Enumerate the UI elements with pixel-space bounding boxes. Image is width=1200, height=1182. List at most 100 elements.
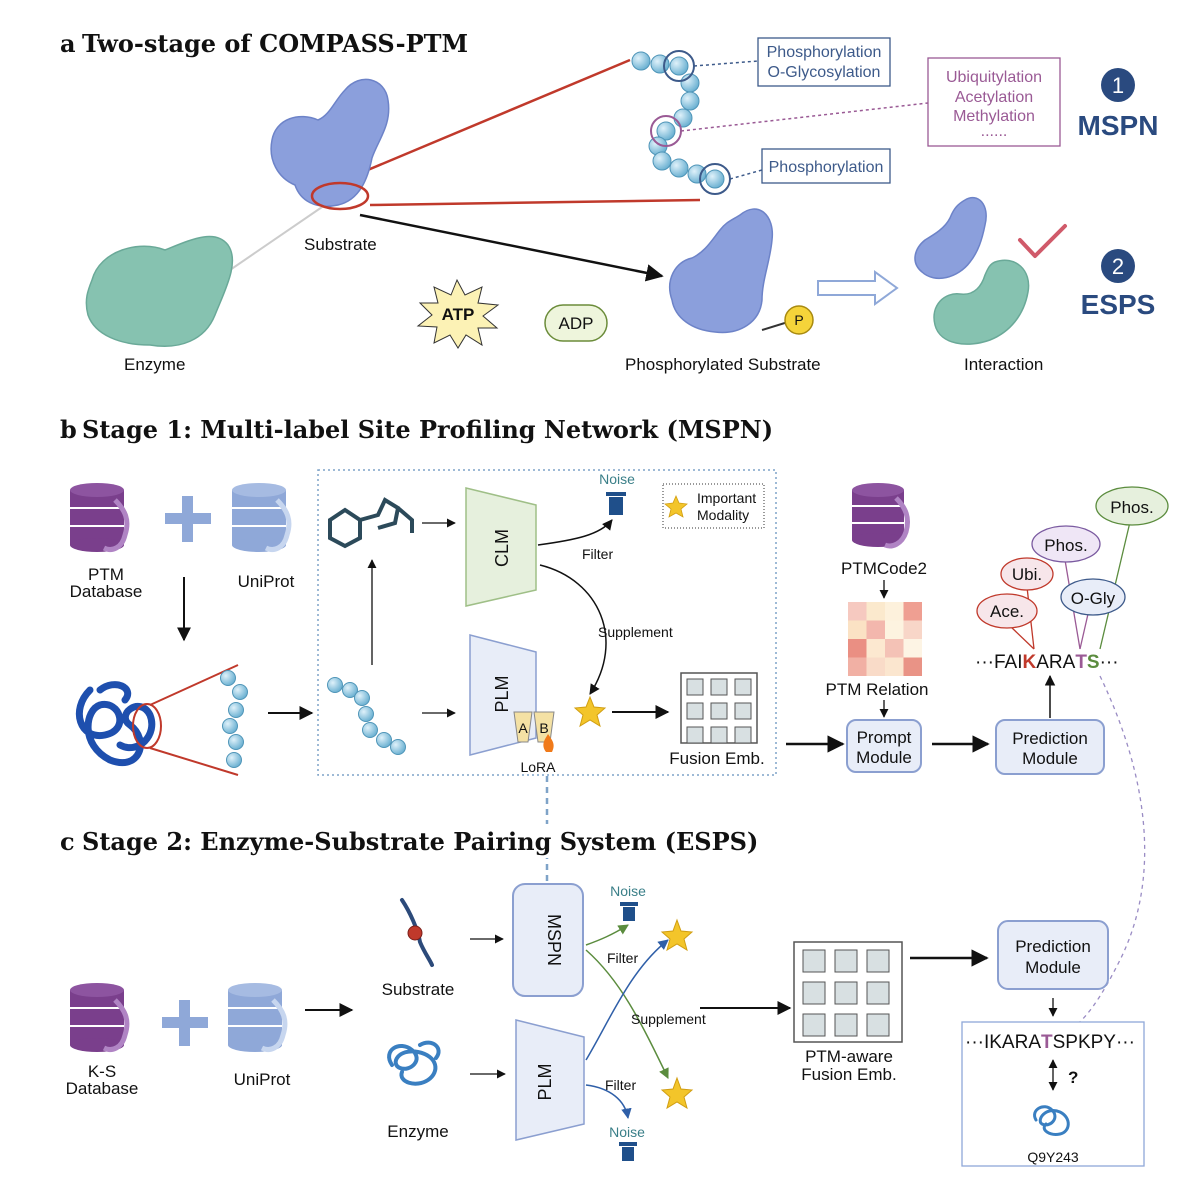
important-star-b (573, 695, 607, 728)
sequence-bead (631, 51, 651, 71)
fusion-cell (834, 981, 858, 1005)
protein-id: Q9Y243 (1027, 1149, 1079, 1165)
prompt-module (846, 719, 922, 773)
tangle-highlight (132, 703, 162, 749)
bubble-phos-1 (1031, 525, 1101, 563)
atp-burst-icon (416, 278, 500, 349)
prediction-module-c-line-1: Prediction (1015, 937, 1091, 956)
bubble-phos-2-label: Phos. (1110, 498, 1153, 517)
ptm-box-2 (927, 57, 1061, 147)
bubble-ogly (1060, 578, 1126, 616)
lora-a-label: A (518, 720, 528, 736)
bubble-ogly-label: O-Gly (1071, 589, 1116, 608)
sequence-bead (669, 56, 689, 76)
noise-label-c-top: Noise (610, 883, 646, 899)
ptm-box-1-line-2: O-Glycosylation (768, 64, 881, 81)
panel-b: b Stage 1: Multi-label Site Profiling Ne… (60, 415, 1169, 1031)
ptmcode-database-icon (852, 483, 911, 549)
ptm-database-label-1: PTM (88, 565, 124, 584)
encoder-dashed-box (317, 469, 777, 776)
ptm-relation-label: PTM Relation (826, 680, 929, 699)
phospho-group-icon (784, 305, 814, 335)
important-star-c-bottom (660, 1076, 694, 1110)
panel-c: c Stage 2: Enzyme-Substrate Pairing Syst… (60, 824, 1145, 1167)
fusion-grid-cells-b (686, 678, 752, 744)
stage-2-number: 2 (1112, 254, 1124, 279)
panel-b-title: Stage 1: Multi-label Site Profiling Netw… (82, 415, 773, 444)
fusion-cell (866, 949, 890, 973)
substrate-protein (270, 78, 390, 207)
heatmap-cell (848, 620, 867, 639)
fusion-cell (834, 1013, 858, 1037)
cross-panel-link (1069, 675, 1146, 1031)
seq-t: T (1075, 652, 1087, 673)
prediction-module-c-line-2: Module (1025, 958, 1081, 977)
fusion-cell (710, 702, 728, 720)
mspn-supplement-arrow (585, 949, 669, 1079)
bubble-ubi (1000, 557, 1054, 591)
question-mark: ? (1068, 1068, 1078, 1087)
prediction-module-b-line-2: Module (1022, 749, 1078, 768)
ks-database-label-2: Database (66, 1079, 139, 1098)
ks-database-icon (70, 983, 130, 1052)
sequence-bead-chain-b2 (327, 677, 406, 755)
supplement-label-c: Supplement (631, 1011, 706, 1027)
heatmap-cell (848, 602, 867, 621)
sequence-bead (680, 91, 700, 111)
panel-a: a Two-stage of COMPASS-PTM Substrate Enz… (60, 29, 1158, 374)
supplement-label-b: Supplement (598, 624, 673, 640)
phosphorylated-substrate-label: Phosphorylated Substrate (625, 355, 821, 374)
plus-icon-v (182, 496, 193, 542)
fusion-cell (710, 726, 728, 744)
stage-2-name: ESPS (1081, 289, 1156, 320)
stage-1-badge (1101, 68, 1135, 102)
uniprot-database-icon-c (228, 983, 288, 1052)
fusion-cell (866, 1013, 890, 1037)
lora-label: LoRA (520, 759, 556, 775)
fusion-cell (734, 678, 752, 696)
trash-icon-b (606, 492, 626, 515)
bubble-line-ace (1009, 625, 1035, 650)
heatmap-cell (866, 657, 885, 676)
predicted-sequence: ···FAIKARATS··· (975, 652, 1119, 673)
q9y243-protein-icon (1033, 1105, 1070, 1136)
heatmap-cell (903, 639, 922, 658)
tangle-zoom-bottom (149, 747, 239, 776)
prompt-module-line-1: Prompt (857, 728, 912, 747)
zoom-line-bottom (369, 198, 701, 207)
panel-b-letter: b (60, 415, 77, 444)
check-icon (1018, 224, 1067, 258)
phosphorylated-substrate-protein (669, 208, 774, 334)
adp-label: ADP (559, 314, 594, 333)
stage-2-badge (1101, 249, 1135, 283)
seq-s: S (1087, 652, 1100, 673)
seq-mid: ARA (1036, 652, 1075, 673)
mspn-filter-arrow (585, 924, 629, 946)
fusion-label-c-1: PTM-aware (805, 1047, 893, 1066)
sequence-bead (358, 706, 374, 722)
uniprot-database-icon (232, 483, 292, 552)
ptm-box-1 (757, 37, 891, 87)
atp-label: ATP (442, 305, 475, 324)
fusion-cell (802, 981, 826, 1005)
interaction-enzyme-protein (933, 259, 1030, 345)
sequence-bead (390, 739, 406, 755)
result-seq-pre: ···IKARA (965, 1032, 1041, 1053)
legend-star-icon (664, 494, 688, 518)
sequence-bead (228, 702, 244, 718)
fusion-cell (834, 949, 858, 973)
fusion-cell (686, 702, 704, 720)
prediction-module-c (997, 920, 1109, 990)
bubble-ubi-label: Ubi. (1012, 565, 1042, 584)
plm-block-c (515, 1019, 585, 1141)
result-box (961, 1021, 1145, 1167)
uniprot-label-b: UniProt (238, 572, 295, 591)
fusion-cell (734, 702, 752, 720)
sequence-bead (222, 718, 238, 734)
ptm-box-3 (761, 148, 891, 184)
ks-database-label-1: K-S (88, 1062, 116, 1081)
clm-supplement-arrow (539, 564, 607, 695)
bubble-line-ogly (1079, 613, 1089, 650)
sequence-bead (327, 677, 343, 693)
result-seq-post: SPKPY··· (1053, 1032, 1135, 1053)
